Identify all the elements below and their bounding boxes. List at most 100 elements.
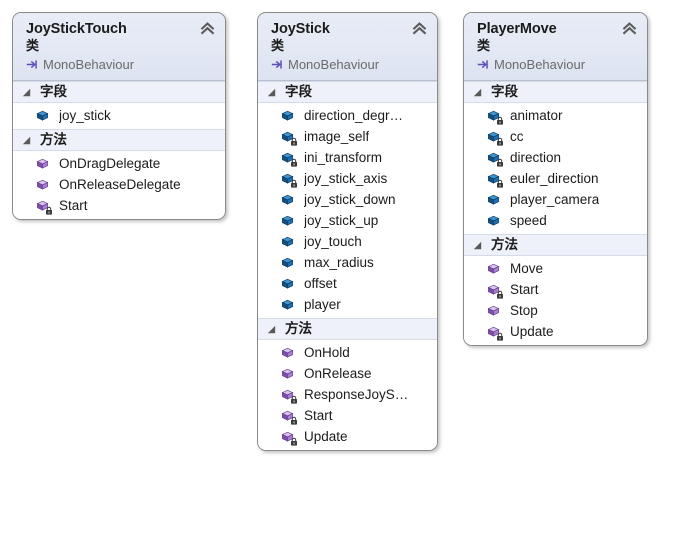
field-row[interactable]: cc xyxy=(464,126,647,147)
methods-section-header[interactable]: 方法 xyxy=(13,129,225,151)
method-row[interactable]: Start xyxy=(13,195,225,216)
method-row[interactable]: Update xyxy=(464,321,647,342)
field-cube-icon xyxy=(280,276,295,291)
methods-expander-triangle-icon[interactable] xyxy=(473,241,482,250)
methods-section-header[interactable]: 方法 xyxy=(464,234,647,256)
lock-icon xyxy=(290,395,298,404)
method-name: Update xyxy=(304,429,348,444)
field-name: speed xyxy=(510,213,547,228)
field-row[interactable]: joy_stick xyxy=(13,105,225,126)
method-row[interactable]: OnHold xyxy=(258,342,437,363)
method-name: Start xyxy=(59,198,88,213)
field-cube-icon xyxy=(280,129,298,146)
method-cube-icon xyxy=(35,198,53,215)
field-name: joy_stick_down xyxy=(304,192,396,207)
field-cube-icon xyxy=(486,213,501,228)
fields-expander-triangle-icon[interactable] xyxy=(267,88,276,97)
fields-section-header[interactable]: 字段 xyxy=(258,81,437,103)
field-cube-icon xyxy=(280,108,295,123)
method-cube-icon xyxy=(35,156,50,171)
class-kind-label: 类 xyxy=(26,39,40,54)
class-kind-label: 类 xyxy=(477,39,491,54)
lock-icon xyxy=(496,332,504,341)
field-row[interactable]: image_self xyxy=(258,126,437,147)
field-row[interactable]: player_camera xyxy=(464,189,647,210)
method-row[interactable]: Move xyxy=(464,258,647,279)
field-row[interactable]: euler_direction xyxy=(464,168,647,189)
section-title: 字段 xyxy=(491,84,518,100)
fields-section-header[interactable]: 字段 xyxy=(13,81,225,103)
field-row[interactable]: player xyxy=(258,294,437,315)
inheritance-arrow-icon xyxy=(477,59,489,70)
fields-expander-triangle-icon[interactable] xyxy=(22,88,31,97)
field-name: joy_stick_axis xyxy=(304,171,388,186)
field-row[interactable]: joy_stick_up xyxy=(258,210,437,231)
lock-icon xyxy=(496,158,504,167)
class-kind-label: 类 xyxy=(271,39,285,54)
field-name: joy_touch xyxy=(304,234,362,249)
fields-expander-triangle-icon[interactable] xyxy=(473,88,482,97)
field-name: cc xyxy=(510,129,524,144)
base-class-name: MonoBehaviour xyxy=(494,57,586,72)
field-cube-icon xyxy=(486,129,503,146)
method-row[interactable]: Start xyxy=(258,405,437,426)
lock-icon xyxy=(290,158,298,167)
method-name: OnReleaseDelegate xyxy=(59,177,181,192)
field-row[interactable]: speed xyxy=(464,210,647,231)
field-name: animator xyxy=(510,108,563,123)
method-name: Start xyxy=(510,282,539,297)
field-cube-icon xyxy=(280,213,295,228)
field-name: player xyxy=(304,297,341,312)
field-name: offset xyxy=(304,276,337,291)
methods-expander-triangle-icon[interactable] xyxy=(22,136,31,145)
method-row[interactable]: ResponseJoyS… xyxy=(258,384,437,405)
field-row[interactable]: direction xyxy=(464,147,647,168)
section-title: 方法 xyxy=(40,132,67,148)
method-row[interactable]: Start xyxy=(464,279,647,300)
method-cube-icon xyxy=(486,303,501,318)
collapse-button[interactable] xyxy=(621,21,638,36)
method-row[interactable]: OnDragDelegate xyxy=(13,153,225,174)
field-name: direction_degr… xyxy=(304,108,404,123)
class-name: PlayerMove xyxy=(477,21,557,37)
lock-icon xyxy=(290,137,298,146)
lock-icon xyxy=(45,206,53,215)
fields-section-header[interactable]: 字段 xyxy=(464,81,647,103)
base-class-row: MonoBehaviour xyxy=(26,56,215,73)
field-cube-icon xyxy=(280,150,298,167)
field-row[interactable]: max_radius xyxy=(258,252,437,273)
method-name: OnHold xyxy=(304,345,350,360)
method-name: OnDragDelegate xyxy=(59,156,161,171)
field-row[interactable]: offset xyxy=(258,273,437,294)
field-cube-icon xyxy=(486,171,503,188)
field-row[interactable]: animator xyxy=(464,105,647,126)
field-row[interactable]: joy_stick_down xyxy=(258,189,437,210)
method-row[interactable]: Update xyxy=(258,426,437,447)
method-row[interactable]: OnReleaseDelegate xyxy=(13,174,225,195)
method-row[interactable]: Stop xyxy=(464,300,647,321)
base-class-row: MonoBehaviour xyxy=(271,56,427,73)
field-cube-icon xyxy=(486,192,501,207)
method-row[interactable]: OnRelease xyxy=(258,363,437,384)
field-row[interactable]: joy_stick_axis xyxy=(258,168,437,189)
base-class-name: MonoBehaviour xyxy=(43,57,135,72)
collapse-button[interactable] xyxy=(411,21,428,36)
method-cube-icon xyxy=(280,429,297,446)
field-row[interactable]: joy_touch xyxy=(258,231,437,252)
field-name: ini_transform xyxy=(304,150,383,165)
method-cube-icon xyxy=(280,387,298,404)
collapse-button[interactable] xyxy=(199,21,216,36)
inheritance-arrow-icon xyxy=(26,59,38,70)
methods-expander-triangle-icon[interactable] xyxy=(267,325,276,334)
field-row[interactable]: direction_degr… xyxy=(258,105,437,126)
lock-icon xyxy=(496,290,504,299)
field-row[interactable]: ini_transform xyxy=(258,147,437,168)
methods-section-header[interactable]: 方法 xyxy=(258,318,437,340)
